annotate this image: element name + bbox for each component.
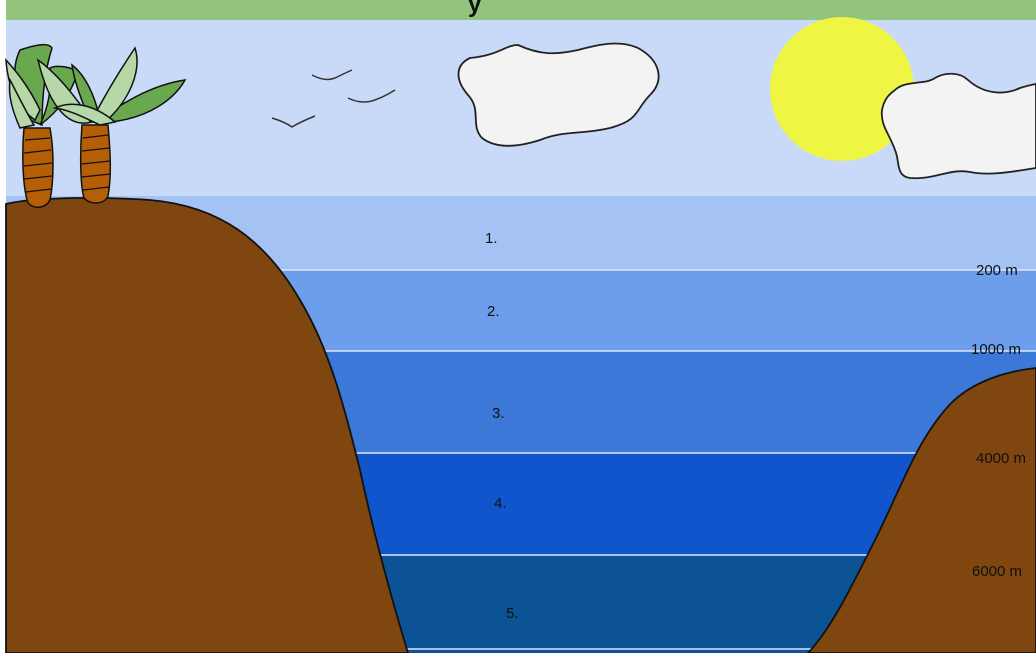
depth-label-1000: 1000 m [971,341,1021,358]
depth-label-6000: 6000 m [972,563,1022,580]
zone-label-3: 3. [492,405,505,422]
zone-label-2: 2. [487,303,500,320]
depth-label-4000: 4000 m [976,450,1026,467]
zone-label-5: 5. [506,605,519,622]
depth-label-200: 200 m [976,262,1018,279]
top-bar [6,0,1036,20]
title-fragment: y [468,0,482,18]
zone-label-1: 1. [485,230,498,247]
zone-label-4: 4. [494,495,507,512]
